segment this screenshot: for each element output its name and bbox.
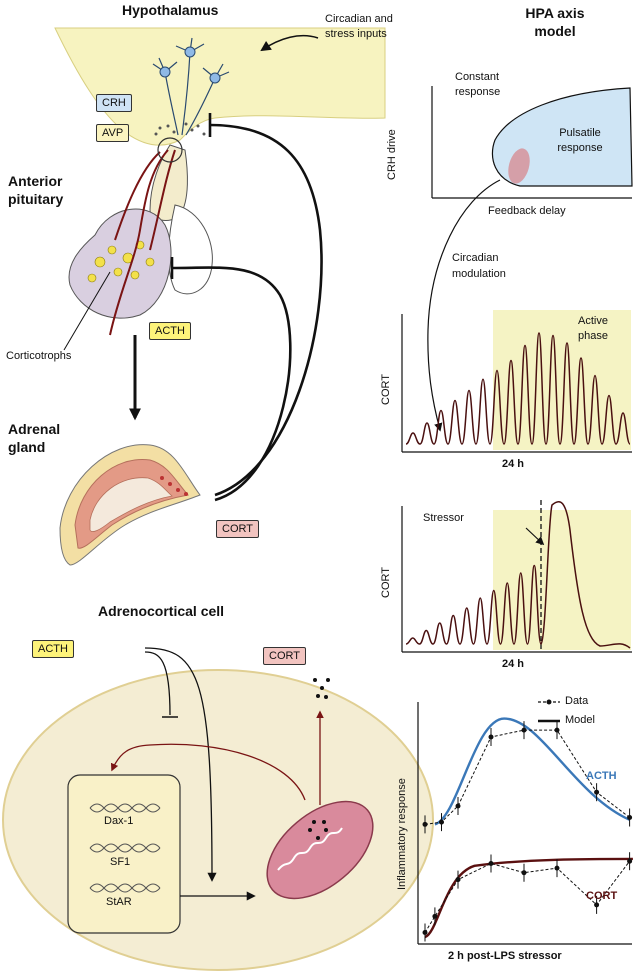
feedback-pituitary [171,266,292,502]
data-point [594,902,600,908]
neuron-body [184,46,196,58]
cort-label: CORT [216,520,259,538]
avp-label: AVP [96,124,130,142]
cell-acth-label: ACTH [32,640,74,658]
crh-label: CRH [96,94,132,112]
constant-response-label: Constant response [455,71,501,98]
legend-model: Model [565,714,595,726]
neuron-body [209,72,221,84]
active-phase-region-2 [493,510,631,650]
data-point [521,727,527,733]
acth-activate-line [144,647,217,882]
secretion-dots [154,122,206,136]
feedback-hypothalamus [209,123,323,497]
cort-data-line [424,860,630,933]
cort-trace-baseline [405,332,631,445]
adrenal-gland-label: Adrenal gland [8,421,61,455]
gene-star: StAR [106,896,132,908]
data-point [627,815,633,820]
circadian-modulation-label: Circadian modulation [452,252,506,280]
plot3-xlabel: 2 h post-LPS stressor [448,950,562,962]
data-point [521,870,527,876]
neuron-body [159,66,171,78]
data-point [455,803,461,809]
acth-label: ACTH [149,322,191,340]
data-point [422,821,428,827]
plot2-ylabel: CORT [380,567,392,598]
crh-drive-label: CRH drive [386,129,398,180]
cort-trace-stressed [405,500,631,649]
inflammatory-plot [422,717,633,942]
acth-series-label: ACTH [586,770,617,782]
corticotrophs-label: Corticotrophs [6,350,72,362]
data-point [455,877,461,883]
dna-glyphs [89,803,161,893]
data-point [439,819,444,825]
cort-oscillation-2 [405,500,631,649]
circadian-arrow [427,179,501,432]
inputs-label: Circadian and stress inputs [325,13,393,40]
cort-model-curve [424,857,633,939]
acth-model-curve [434,717,631,826]
stressor-arrow [525,527,545,546]
nucleus [67,774,181,934]
mito-feedback-arrow [110,743,306,801]
plot1-ylabel: CORT [380,374,392,405]
data-point [594,789,600,795]
cell-title: Adrenocortical cell [98,603,225,619]
corticotrophs-pointer [63,271,111,351]
data-point [432,913,438,919]
active-phase-label: Active phase [578,315,608,342]
corticotroph-cells [87,240,155,283]
cort-dots [308,678,330,840]
plot3-ylabel: Inflammatory response [396,778,408,890]
stressor-label: Stressor [423,512,464,524]
inputs-arrow [260,34,319,52]
median-eminence [157,137,183,163]
adrenal-dots [160,476,188,496]
anterior-pituitary-label: Anterior pituitary [8,173,64,207]
anterior-pituitary-gland [68,208,172,319]
model-title: HPA axis model [525,5,585,39]
cell-cort-label: CORT [263,647,306,665]
legend-data: Data [565,695,589,707]
gene-sf1: SF1 [110,856,131,868]
cort-series-label: CORT [586,890,618,902]
data-point [554,865,560,871]
data-point [627,858,633,864]
plot1-xlabel: 24 h [502,458,525,470]
portal-vessels [109,149,176,336]
pituitary-stalk [149,144,188,221]
data-point [488,734,494,740]
operating-point [508,148,530,184]
pulsatile-response-label: Pulsatile response [557,127,603,154]
posterior-pituitary [168,204,213,295]
cort-oscillation-1 [405,332,631,445]
mitochondrion [266,800,374,900]
feedback-delay-label: Feedback delay [488,205,566,217]
data-point [554,727,560,733]
plot2-xlabel: 24 h [502,658,525,670]
acth-inhibit-line [144,651,171,716]
acth-data-line [424,729,630,825]
gene-dax1: Dax-1 [104,815,134,827]
data-point [488,861,494,866]
hypothalamus-label: Hypothalamus [122,2,219,18]
data-point [422,930,428,935]
